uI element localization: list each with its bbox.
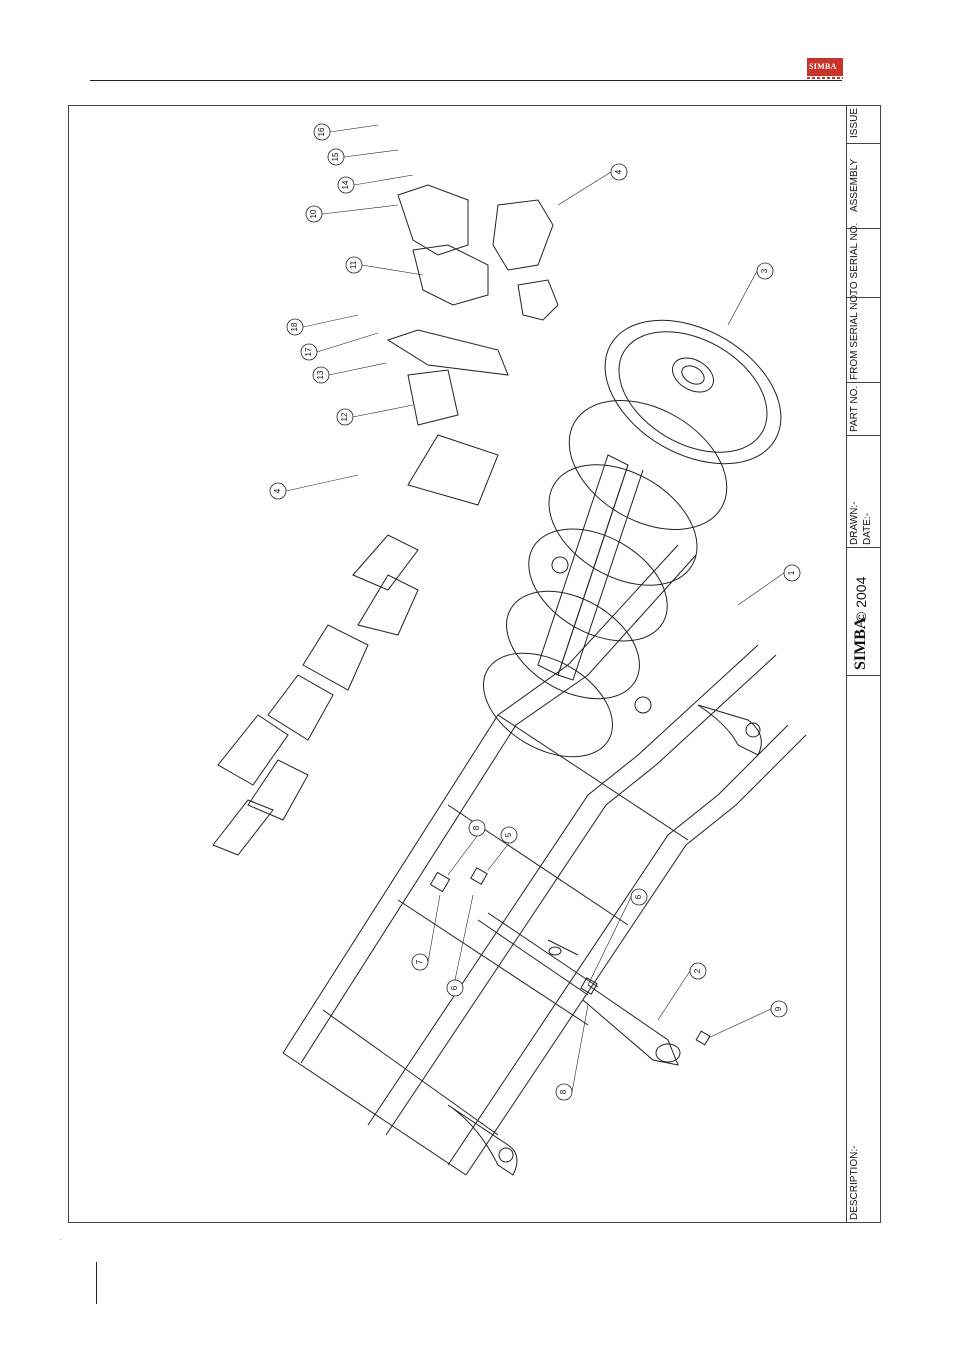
to-serial-label: TO SERIAL NO.	[849, 223, 860, 295]
callout-label: 7	[415, 959, 424, 964]
callout-label: 8	[559, 1089, 568, 1094]
title-block-divider	[846, 547, 881, 548]
callout-label: 6	[634, 894, 643, 899]
exploded-assembly-drawing: 16 15 14 10 11 18 17 13 12 4 4 3 1 8 5 7…	[68, 105, 844, 1223]
title-block-divider	[846, 435, 881, 436]
callout-label: 11	[349, 260, 358, 269]
header-rule	[90, 80, 842, 81]
title-block-divider	[846, 143, 881, 144]
simba-brand-mark: SIMBA	[852, 618, 870, 670]
title-block-divider	[846, 675, 881, 676]
part-no-label: PART NO.	[849, 386, 860, 432]
frame-beam-outline	[283, 545, 678, 1053]
callout-label: 12	[340, 412, 349, 421]
page-mark: .	[60, 1236, 62, 1242]
callout-label: 15	[331, 152, 340, 161]
drawn-label: DRAWN:-	[849, 501, 860, 545]
callout-label: 6	[450, 985, 459, 990]
callout-label: 1	[787, 570, 796, 575]
from-serial-label: FROM SERIAL NO.	[849, 292, 860, 380]
callout-label: 9	[774, 1006, 783, 1011]
callout-label: 17	[304, 347, 313, 356]
callout-label: 16	[317, 127, 326, 136]
callout-label: 8	[472, 825, 481, 830]
callout-label: 14	[341, 180, 350, 189]
description-label: DESCRIPTION:-	[849, 1146, 860, 1220]
callout-label: 5	[504, 832, 513, 837]
callout-label: 3	[760, 268, 769, 273]
assembly-label: ASSEMBLY	[849, 159, 860, 212]
date-label: DATE:-	[862, 513, 873, 545]
copyright-text: © 2004	[853, 577, 869, 622]
callout-label: 10	[309, 209, 318, 218]
footer-rule	[96, 1262, 97, 1304]
callout-label: 18	[290, 322, 299, 331]
simba-logo: SIMBA	[807, 58, 843, 80]
callout-label: 4	[273, 488, 282, 493]
callout-label: 2	[693, 968, 702, 973]
title-block-border	[846, 105, 847, 1223]
callout-label: 13	[316, 370, 325, 379]
title-block-divider	[846, 382, 881, 383]
callout-label: 4	[614, 169, 623, 174]
issue-label: ISSUE	[849, 108, 860, 138]
